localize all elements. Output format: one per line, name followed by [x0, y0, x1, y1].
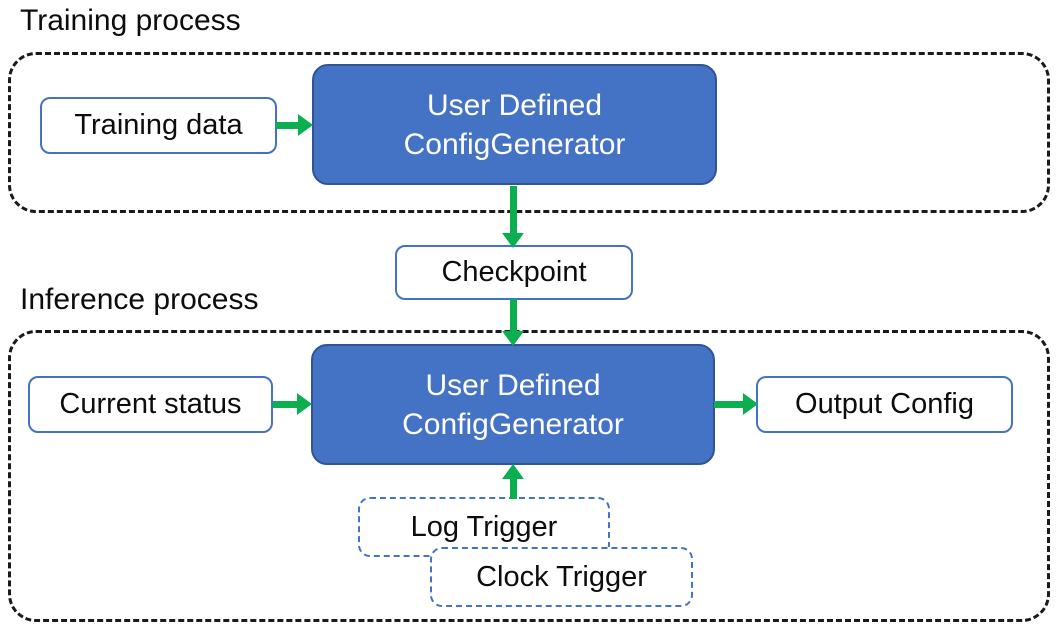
- training-data-node: Training data: [40, 97, 277, 154]
- arrow-shaft: [509, 299, 517, 331]
- arrow-generator-to-checkpoint: [502, 186, 524, 248]
- arrow-head-right: [743, 393, 758, 415]
- arrow-head-down: [502, 233, 524, 248]
- arrow-shaft: [273, 400, 297, 408]
- inference-config-generator-label-line2: ConfigGenerator: [402, 407, 624, 441]
- training-process-label: Training process: [20, 4, 241, 37]
- arrow-shaft: [714, 400, 743, 408]
- arrow-current-status-to-generator: [273, 393, 312, 415]
- arrow-shaft: [276, 121, 298, 129]
- arrow-training-data-to-generator: [276, 114, 313, 136]
- arrow-head-up: [502, 464, 524, 479]
- arrow-head-down: [502, 331, 524, 346]
- log-trigger-label: Log Trigger: [410, 510, 558, 543]
- training-config-generator-node: User Defined ConfigGenerator: [312, 64, 717, 185]
- clock-trigger-node: Clock Trigger: [430, 547, 693, 607]
- arrow-shaft: [509, 186, 517, 233]
- clock-trigger-label: Clock Trigger: [476, 560, 647, 593]
- training-config-generator-label-line1: User Defined: [426, 88, 603, 122]
- inference-config-generator-label-line1: User Defined: [425, 368, 601, 402]
- output-config-node: Output Config: [756, 376, 1013, 433]
- output-config-label: Output Config: [795, 388, 974, 420]
- arrow-checkpoint-to-generator: [502, 299, 524, 346]
- checkpoint-label: Checkpoint: [441, 256, 587, 288]
- training-data-label: Training data: [74, 109, 243, 141]
- training-process-container: [8, 52, 1050, 213]
- arrow-shaft: [509, 479, 517, 499]
- inference-process-label: Inference process: [20, 283, 259, 316]
- inference-process-container: [8, 330, 1050, 622]
- training-config-generator-label-line2: ConfigGenerator: [403, 127, 626, 161]
- arrow-head-right: [298, 114, 313, 136]
- inference-config-generator-node: User Defined ConfigGenerator: [311, 344, 715, 465]
- arrow-log-trigger-to-generator: [502, 464, 524, 499]
- current-status-node: Current status: [28, 376, 273, 433]
- arrow-generator-to-output-config: [714, 393, 758, 415]
- checkpoint-node: Checkpoint: [395, 245, 633, 300]
- current-status-label: Current status: [59, 388, 242, 420]
- arrow-head-right: [297, 393, 312, 415]
